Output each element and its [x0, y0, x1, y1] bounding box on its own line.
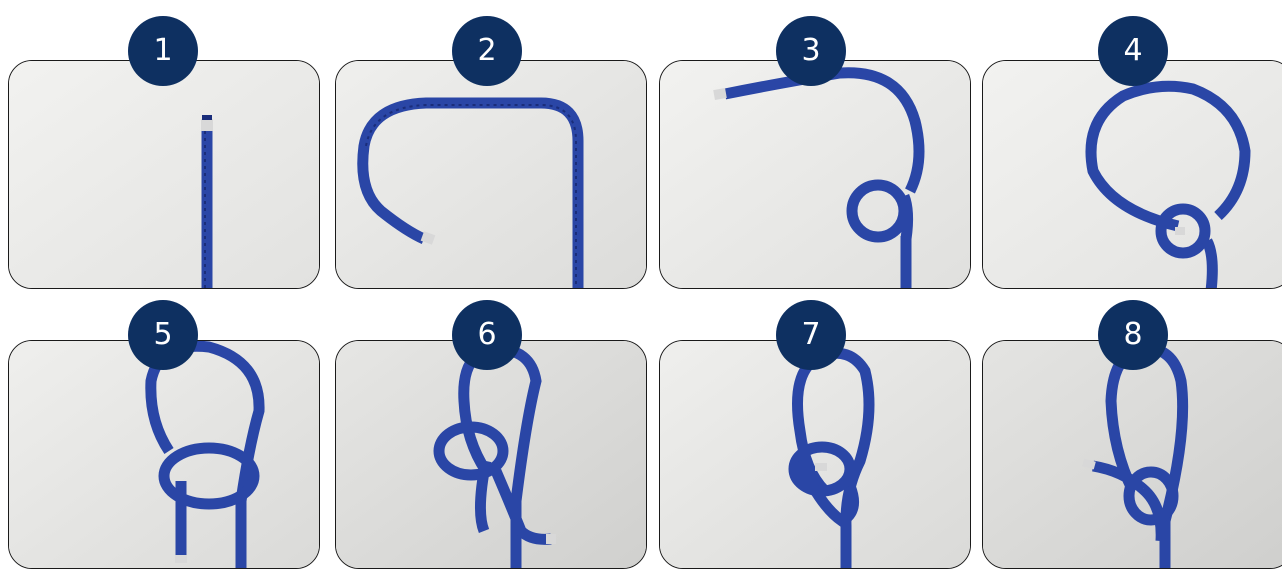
step-4-photo: [982, 60, 1282, 289]
rope-end-tip: [175, 555, 187, 563]
step-5-number-badge: 5: [128, 300, 198, 370]
step-2-number-badge: 2: [452, 16, 522, 86]
step-5-photo: [8, 340, 320, 569]
rope-end-tip: [713, 88, 727, 100]
step-3-number-badge: 3: [776, 16, 846, 86]
step-7-number-badge: 7: [776, 300, 846, 370]
step-7-photo: [659, 340, 971, 569]
step-4-number-badge: 4: [1098, 16, 1168, 86]
step-1-number-badge: 1: [128, 16, 198, 86]
step-3-photo: [659, 60, 971, 289]
step-8-photo: [982, 340, 1282, 569]
title-strip: [0, 0, 1282, 22]
step-8-number-badge: 8: [1098, 300, 1168, 370]
step-2-photo: [335, 60, 647, 289]
rope-end-tip: [201, 119, 213, 131]
step-6-photo: [335, 340, 647, 569]
rope-end-tip: [815, 463, 827, 471]
step-6-number-badge: 6: [452, 300, 522, 370]
rope-end-tip: [546, 534, 556, 544]
rope-end-tip: [1175, 227, 1185, 235]
step-1-photo: [8, 60, 320, 289]
